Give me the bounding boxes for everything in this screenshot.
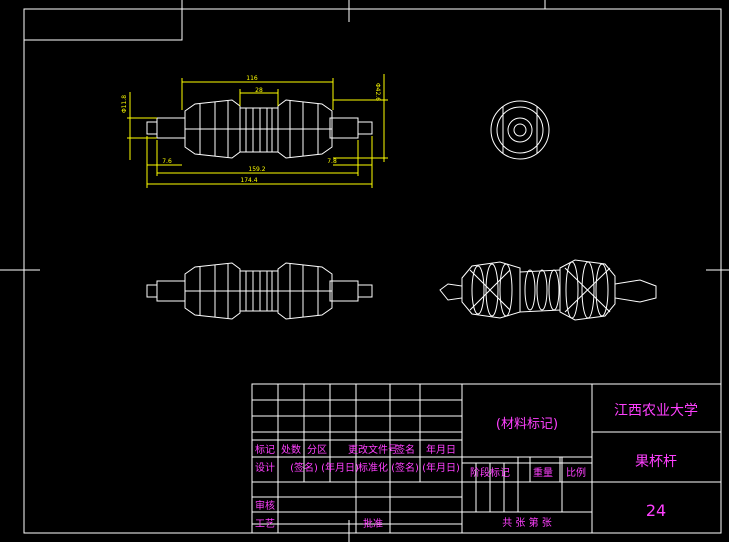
dim-total-length: 174.4 (240, 177, 257, 184)
label-review: 审核 (255, 499, 275, 512)
label-weight: 重量 (533, 466, 553, 479)
label-stage-mark: 阶段标记 (470, 466, 510, 479)
label-sheets: 共 张 第 张 (502, 516, 552, 529)
dim-right-shaft: 7.8 (327, 158, 337, 165)
dimension-labels: 116 28 7.6 7.8 159.2 174.4 Φ11.8 Φ42.6 (121, 75, 381, 184)
university-name: 江西农业大学 (614, 403, 698, 419)
part-name: 果杯杆 (635, 454, 677, 470)
label-scale: 比例 (566, 466, 586, 479)
label-zone: 分区 (307, 444, 327, 456)
dim-mid-length: 159.2 (248, 166, 265, 173)
label-standard-date: (年月日) (422, 461, 460, 474)
dim-dia-right: Φ42.6 (374, 83, 381, 101)
label-design-date: (年月日) (321, 461, 359, 474)
dim-dia-left: Φ11.8 (121, 95, 128, 113)
title-block-text: (材料标记) 江西农业大学 果杯杆 24 标记 处数 分区 更改文件号 签名 年… (255, 403, 698, 530)
label-design: 设计 (255, 461, 275, 474)
dim-left-shaft: 7.6 (162, 158, 172, 165)
drawing-number: 24 (646, 501, 666, 520)
isometric-view (439, 259, 657, 321)
front-view-plain (146, 262, 373, 320)
label-approve: 批准 (363, 517, 383, 530)
dim-center-gap: 28 (255, 87, 263, 94)
label-sign: 签名 (395, 443, 415, 456)
label-design-sign: (签名) (290, 461, 318, 474)
label-count: 处数 (281, 443, 301, 456)
material-label: (材料标记) (496, 417, 558, 432)
label-date: 年月日 (426, 443, 456, 456)
label-standard: 标准化 (358, 461, 388, 474)
label-process: 工艺 (255, 518, 275, 530)
side-view (490, 100, 550, 160)
title-block (251, 383, 722, 534)
front-view-dimensioned (146, 99, 373, 159)
dimension-lines (127, 74, 388, 188)
label-mark: 标记 (255, 444, 275, 456)
label-change-doc: 更改文件号 (348, 443, 398, 456)
dim-body-length: 116 (246, 75, 258, 82)
label-standard-sign: (签名) (391, 461, 419, 474)
